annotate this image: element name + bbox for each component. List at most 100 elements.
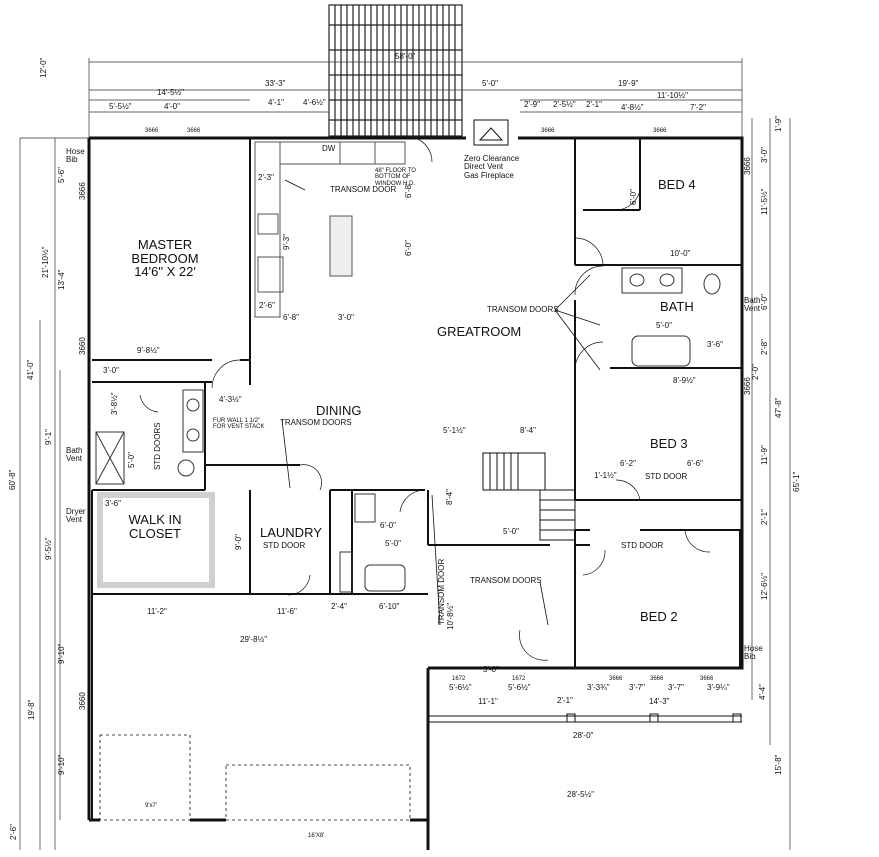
exterior-walls — [87, 136, 744, 850]
dim-29-8: 29'-8½" — [240, 635, 268, 644]
fireplace-note: Zero Clearance Direct Vent Gas Fireplace — [464, 154, 520, 180]
window-tag-10: 3660 — [78, 337, 87, 355]
hose-bib-left: Hose Bib — [66, 147, 85, 165]
interior-walls — [91, 138, 742, 668]
dim-21-10: 21'-10½" — [41, 246, 50, 279]
dim-5-1: 5'-1½" — [443, 426, 466, 435]
dim-10-0: 10'-0" — [670, 249, 691, 258]
dim-47-8: 47'-8" — [774, 397, 783, 418]
master-name: MASTER BEDROOM — [131, 237, 199, 266]
door-swings — [139, 137, 711, 661]
dim-9-0: 9'-0" — [234, 534, 243, 550]
dim-top-overall: 58'-0" — [395, 52, 416, 61]
dim-11-1: 11'-1" — [478, 697, 498, 706]
bath-vent-left: Bath Vent — [66, 446, 83, 464]
transom-arrows — [281, 179, 601, 626]
dim-5-6: 5'-6" — [57, 167, 66, 183]
fireplace-note-line2: Direct Vent — [464, 162, 504, 172]
dim-65-1: 65'-1" — [792, 471, 801, 492]
dim-9-8: 9'-8½" — [137, 346, 160, 355]
garage — [91, 594, 411, 821]
dim-5-0-stairs: 5'-0" — [503, 527, 519, 536]
dim-2-6: 2'-6" — [9, 824, 18, 840]
window-tag-4: 3666 — [653, 128, 667, 134]
dim-6-8-window: 6'-8" — [404, 182, 413, 198]
dim-2-0: 2'-0" — [751, 364, 760, 380]
dim-7-2: 7'-2" — [690, 103, 706, 112]
dim-60-8: 60'-8" — [8, 469, 17, 490]
deck-grid — [328, 4, 463, 137]
dim-11-9: 11'-9" — [760, 445, 769, 465]
dim-5-6-b: 5'-6½" — [508, 683, 531, 692]
dim-12-0: 12'-0" — [39, 57, 48, 78]
dim-6-2: 6'-2" — [620, 459, 636, 468]
stairs — [482, 452, 576, 541]
dim-3-6-bath: 3'-6" — [707, 340, 723, 349]
room-label-laundry: LAUNDRY — [260, 525, 322, 540]
dim-2-1-right: 2'-1" — [760, 509, 769, 525]
fireplace-note-line1: Zero Clearance — [464, 154, 520, 163]
window-tag-3: 3666 — [541, 128, 555, 134]
dim-9-10b: 9'-10" — [57, 754, 66, 775]
room-label-master: MASTER BEDROOM 14'6" X 22' — [125, 238, 205, 279]
dim-9-1: 9'-1" — [44, 429, 53, 445]
dim-4-8: 4'-8½" — [621, 103, 644, 112]
dim-28-5: 28'-5½" — [567, 790, 595, 799]
closet-shelf — [97, 492, 215, 588]
window-tag-5: 3666 — [609, 676, 623, 682]
dim-1-1: 1'-1½" — [594, 471, 617, 480]
dim-6-0-island: 6'-0" — [404, 240, 413, 256]
window-tag-12: 3666 — [78, 182, 87, 200]
dim-11-2: 11'-2" — [147, 607, 167, 616]
dim-11-5: 11'-5½" — [760, 188, 769, 215]
dim-8-9: 8'-9½" — [673, 376, 696, 385]
dim-6-0-laundry: 6'-0" — [380, 521, 396, 530]
dimension-lines — [19, 58, 791, 850]
dim-4-3: 4'-3½" — [219, 395, 242, 404]
transom-doors-greatroom: TRANSOM DOORS — [487, 305, 559, 314]
garage-door-large: 16'X8' — [308, 833, 325, 839]
dim-41-0: 41'-0" — [26, 359, 35, 380]
dim-15-8: 15'-8" — [774, 754, 783, 775]
room-label-bed4: BED 4 — [658, 177, 696, 192]
dim-9-5: 9'-5½" — [44, 537, 53, 560]
master-size: 14'6" X 22' — [134, 264, 196, 280]
dim-2-4: 2'-4" — [331, 602, 347, 611]
dim-5-0-laundry: 5'-0" — [385, 539, 401, 548]
dim-11-6: 11'-6" — [277, 607, 297, 616]
fur-wall-note: FUR WALL 1 1/2" FOR VENT STACK — [213, 418, 265, 431]
dim-3-0-closet: 3'-0" — [103, 366, 119, 375]
fireplace-note-line3: Gas Fireplace — [464, 170, 514, 180]
dim-6-10: 6'-10" — [379, 602, 400, 611]
dim-6-6: 6'-6" — [687, 459, 703, 468]
hose-bib-right: Hose Bib — [744, 644, 763, 662]
dim-2-5: 2'-5½" — [553, 100, 576, 109]
window-tag-1: 3666 — [145, 128, 159, 134]
dim-5-5: 5'-5½" — [109, 102, 132, 111]
std-door-laundry: STD DOOR — [263, 541, 306, 550]
dim-4-4: 4'-4" — [758, 684, 767, 700]
dim-2-1-porch: 2'-1" — [557, 696, 573, 705]
std-door-bed2: STD DOOR — [621, 541, 664, 550]
window-note: 48" FLOOR TO BOTTOM OF WINDOW H.D. — [375, 168, 416, 187]
dim-3-7-b: 3'-7" — [668, 683, 684, 692]
kitchen — [254, 141, 406, 318]
transom-door-kitchen: TRANSOM DOOR — [330, 185, 397, 194]
dim-4-0: 4'-0" — [164, 102, 180, 111]
dim-6-0: 6'-0" — [760, 294, 769, 310]
fireplace-icon — [473, 119, 509, 146]
dim-28-0: 28'-0" — [573, 731, 594, 740]
dim-33-3: 33'-3" — [265, 79, 286, 88]
dim-8-4-stairs: 8'-4" — [445, 489, 454, 505]
dryer-vent: Dryer Vent — [66, 507, 86, 525]
dim-3-0-porch: 3'-0" — [483, 665, 499, 674]
dim-12-6: 12'-6½" — [760, 572, 769, 600]
dishwasher-label: DW — [322, 144, 336, 153]
dim-5-0-bath-left: 5'-0" — [127, 452, 136, 468]
room-label-bath: BATH — [660, 299, 694, 314]
dim-3-0-island: 3'-0" — [338, 313, 354, 322]
dim-2-1: 2'-1" — [586, 100, 602, 109]
room-label-bed3: BED 3 — [650, 436, 688, 451]
room-label-walkin: WALK IN CLOSET — [128, 512, 182, 541]
